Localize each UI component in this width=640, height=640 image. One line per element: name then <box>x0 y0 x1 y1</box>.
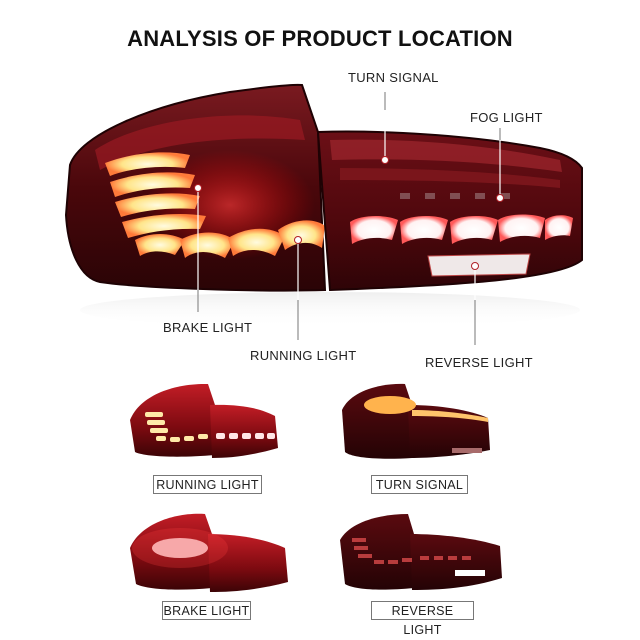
callout-fog-light: FOG LIGHT <box>470 110 543 125</box>
thumb-label-running-light: RUNNING LIGHT <box>153 475 262 494</box>
thumb-brake-light-image <box>130 513 288 592</box>
main-taillight <box>64 83 583 328</box>
thumb-label-turn-signal: TURN SIGNAL <box>371 475 468 494</box>
callout-reverse-light: REVERSE LIGHT <box>425 355 533 370</box>
running-light-dot <box>294 236 302 244</box>
page-title: ANALYSIS OF PRODUCT LOCATION <box>127 26 513 51</box>
callout-turn-signal: TURN SIGNAL <box>348 70 439 85</box>
brake-light-dot <box>194 184 202 192</box>
thumb-reverse-light-image <box>340 514 502 590</box>
reverse-light-dot <box>471 262 479 270</box>
thumb-turn-signal-image <box>342 383 490 459</box>
thumb-label-brake-light: BRAKE LIGHT <box>162 601 251 620</box>
callout-brake-light: BRAKE LIGHT <box>163 320 253 335</box>
thumb-label-reverse-light: REVERSE LIGHT <box>371 601 474 637</box>
fog-light-dot <box>496 194 504 202</box>
thumb-running-light-image <box>130 383 278 458</box>
turn-signal-dot <box>381 156 389 164</box>
brake-blades <box>350 214 573 244</box>
running-light-blades <box>105 152 325 258</box>
callout-running-light: RUNNING LIGHT <box>250 348 357 363</box>
